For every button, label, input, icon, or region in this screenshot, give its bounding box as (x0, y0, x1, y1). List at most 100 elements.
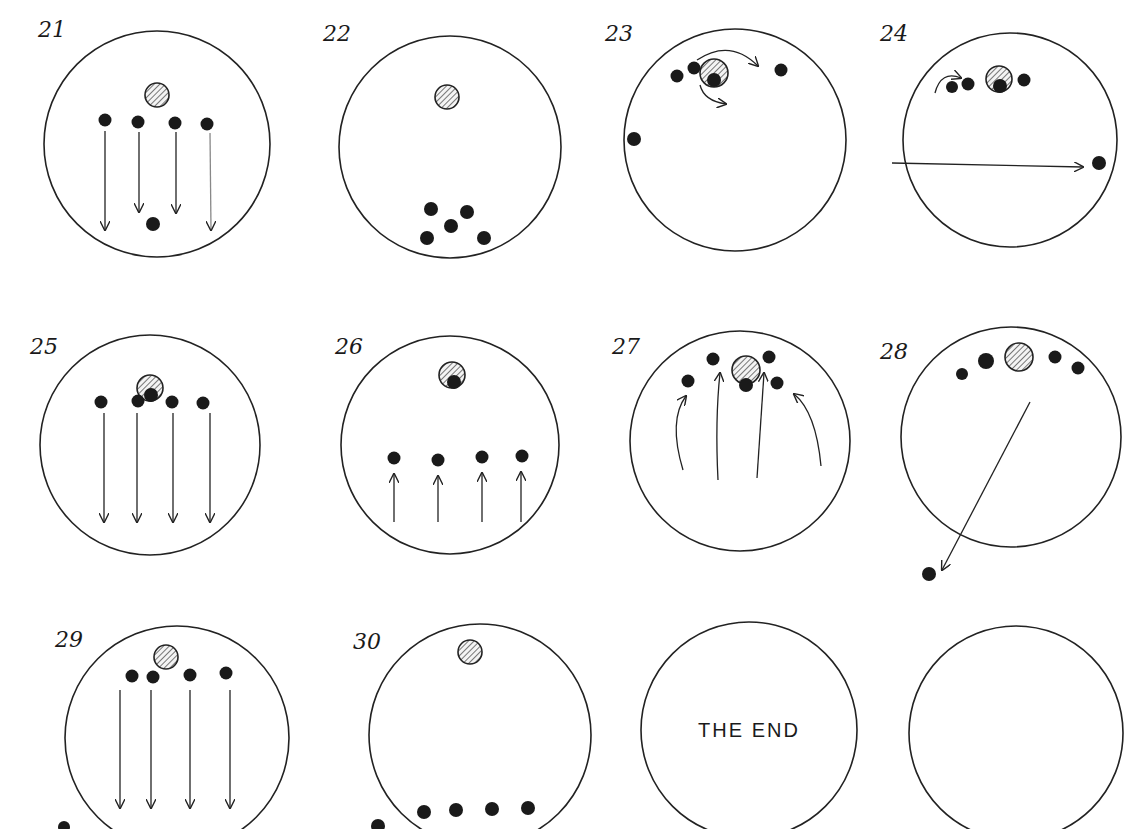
dot (444, 219, 458, 233)
dot (144, 388, 158, 402)
dot (477, 231, 491, 245)
dot (197, 397, 210, 410)
dot (1072, 362, 1085, 375)
story-frame: 21 (43, 30, 271, 258)
dot (775, 64, 788, 77)
frame-outline (65, 626, 289, 829)
frame-circle (340, 335, 560, 555)
story-frame: 28 (900, 326, 1122, 548)
dot (146, 217, 160, 231)
motion-arrow (138, 132, 139, 212)
dot (184, 669, 197, 682)
motion-arrow (172, 413, 173, 522)
story-frame: 24 (902, 32, 1118, 248)
story-frame: 30 (368, 623, 592, 829)
dot (132, 395, 145, 408)
dot (132, 116, 145, 129)
hatched-balls (137, 59, 1033, 669)
dot (671, 70, 684, 83)
motion-arrow (103, 413, 104, 522)
frame-number: 21 (38, 18, 66, 42)
frame-outline (624, 29, 846, 251)
frame-number: 29 (55, 628, 83, 652)
hatched-ball (154, 645, 178, 669)
frame-number: 25 (30, 335, 58, 359)
hatched-ball (700, 59, 728, 87)
motion-arrow (119, 690, 120, 808)
black-dots (58, 62, 1106, 829)
story-frame: 23 (623, 28, 847, 252)
dot (449, 803, 463, 817)
dot (627, 132, 641, 146)
dot (371, 819, 385, 829)
frame-outline (341, 336, 559, 554)
frame-circle (39, 334, 261, 556)
motion-arrow (209, 413, 210, 522)
hatched-ball (458, 640, 482, 664)
dot (516, 450, 529, 463)
frame-number: 22 (323, 22, 351, 46)
dot (220, 667, 233, 680)
hatched-ball (439, 362, 465, 388)
dot (99, 114, 112, 127)
motion-arrow (794, 394, 821, 466)
dot (58, 821, 70, 829)
hatched-ball (435, 85, 459, 109)
motion-arrows (104, 50, 1083, 808)
frame-outline (44, 31, 270, 257)
motion-arrow (104, 131, 105, 230)
dot (388, 452, 401, 465)
dot (993, 79, 1007, 93)
dot (476, 451, 489, 464)
frame-circle (900, 326, 1122, 548)
dot (485, 802, 499, 816)
dot (447, 375, 461, 389)
dot (771, 377, 784, 390)
dot (707, 353, 720, 366)
motion-arrow (150, 690, 151, 808)
motion-arrow (437, 476, 438, 522)
motion-arrow (676, 396, 686, 470)
frame-number: 30 (353, 630, 381, 654)
dot (707, 73, 721, 87)
hatched-ball (145, 83, 169, 107)
frame-outline (641, 622, 857, 829)
frame-circle (64, 625, 290, 829)
motion-arrow (229, 690, 230, 808)
frame-outline (339, 36, 561, 258)
story-frame: 25 (39, 334, 261, 556)
dot (763, 351, 776, 364)
motion-arrow (717, 373, 720, 480)
dot (420, 231, 434, 245)
motion-arrow (700, 85, 726, 104)
frame-outline (901, 327, 1121, 547)
dot (978, 353, 994, 369)
end-title: THE END (698, 719, 800, 741)
frame-number: 23 (605, 22, 633, 46)
dot (126, 670, 139, 683)
story-frame: 27 (629, 330, 851, 552)
dot (432, 454, 445, 467)
dot (922, 567, 936, 581)
frame-circle (902, 32, 1118, 248)
hatched-ball (1005, 343, 1033, 371)
frame-number: 28 (880, 340, 908, 364)
story-frame: 26 (340, 335, 560, 555)
dot (1049, 351, 1062, 364)
frame-outline (630, 331, 850, 551)
story-frame: 22 (338, 35, 562, 259)
frame-circle (629, 330, 851, 552)
dot (169, 117, 182, 130)
motion-arrow (520, 472, 521, 522)
dot (739, 378, 753, 392)
dot (201, 118, 214, 131)
motion-arrow (757, 373, 764, 478)
motion-arrow (136, 413, 137, 522)
motion-arrow (393, 474, 394, 522)
title-frame: THE END (640, 621, 858, 829)
frame-number: 24 (880, 22, 908, 46)
motion-arrow (935, 76, 961, 93)
dot (688, 62, 701, 75)
dot (521, 801, 535, 815)
